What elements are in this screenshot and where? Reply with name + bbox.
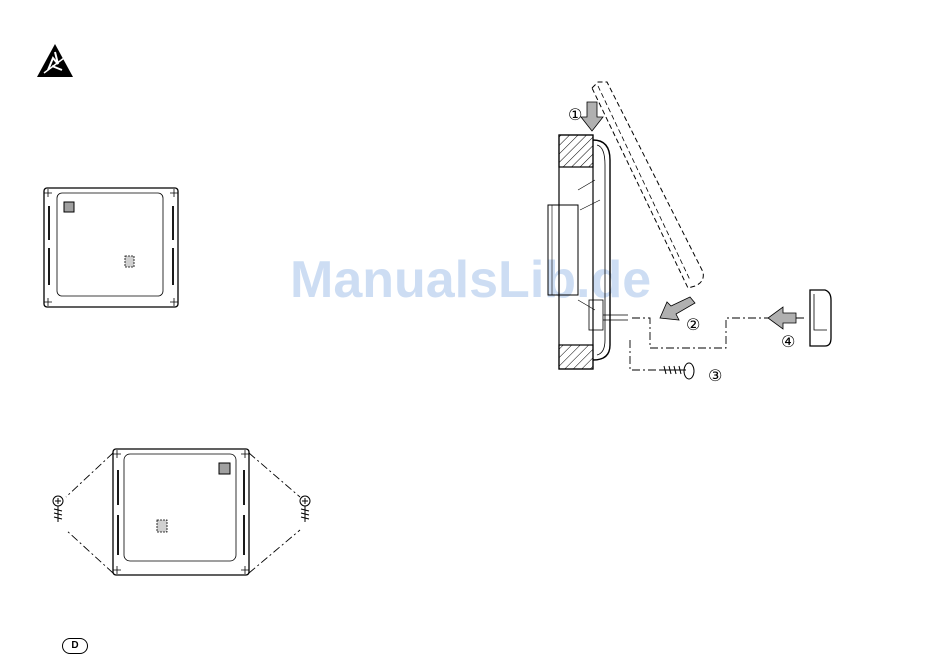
screw-icon xyxy=(300,496,310,522)
end-cap-part xyxy=(810,290,831,346)
screw-icon xyxy=(53,496,63,522)
step-label-4: ④ xyxy=(781,332,795,351)
language-badge: D xyxy=(62,638,88,654)
step-label-2: ② xyxy=(686,315,700,334)
step-label-3: ③ xyxy=(708,366,722,385)
arrow-down-icon xyxy=(581,102,603,131)
esd-warning-icon xyxy=(37,44,73,77)
panel-front-view-top xyxy=(44,188,178,307)
side-view-assembly xyxy=(548,82,805,370)
arrow-left-icon xyxy=(768,307,796,329)
screw-icon xyxy=(660,363,694,379)
step-label-1: ① xyxy=(568,105,582,124)
panel-front-view-bottom xyxy=(66,449,300,575)
